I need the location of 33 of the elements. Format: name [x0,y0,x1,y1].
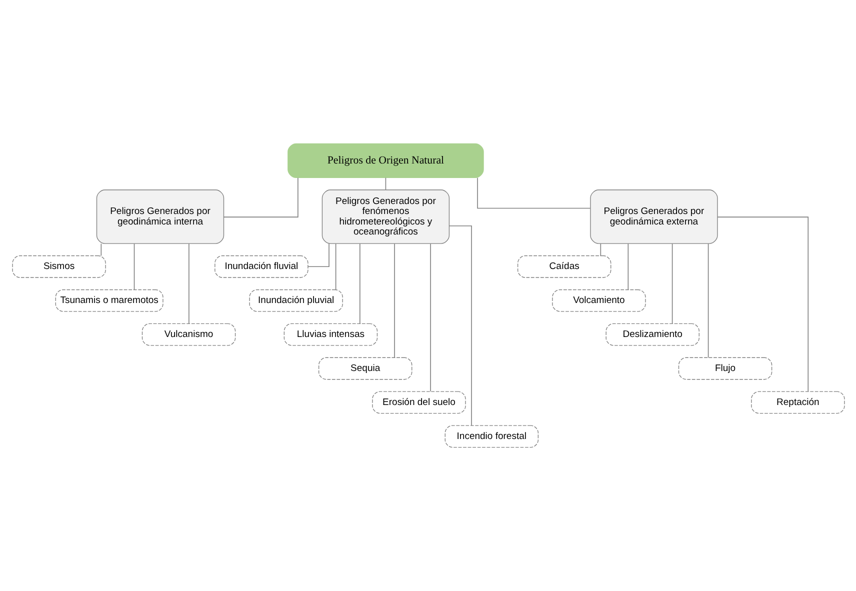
node-box: Reptación [750,391,844,414]
connector [384,177,386,190]
node-box: Incendio forestal [444,425,538,448]
node-box: Tsunamis o maremotos [54,289,163,312]
node-box: Peligros Generados por geodinámica externa [590,190,718,244]
connector [671,243,672,324]
connector [600,243,601,256]
connector [307,243,329,268]
connector [100,243,102,256]
node-box: Peligros Generados por fenómenos hidrometereológicos y oceanográficos [321,190,450,244]
connector [359,243,360,324]
node-box: Inundación fluvial [214,255,308,278]
connector [476,177,590,209]
node-box: Flujo [678,357,772,380]
connector [716,216,808,392]
connector [133,243,134,290]
node-box: Sismos [12,255,106,278]
node-box: Peligros de Origen Natural [287,143,484,178]
node-box: Lluvias intensas [283,323,378,346]
connector [334,243,336,290]
node-box: Erosión del suelo [372,391,466,414]
connector [627,243,628,290]
node-box: Vulcanismo [141,323,236,346]
node-box: Deslizamiento [605,323,699,346]
connector [188,243,189,324]
node-box: Volcamiento [552,289,646,312]
node-box: Sequia [318,357,412,380]
connector [707,243,708,358]
node-box: Inundación pluvial [248,289,342,312]
node-box: Caídas [516,255,611,278]
connector [222,178,298,218]
connector [448,225,472,426]
node-box: Peligros Generados por geodinámica interna [96,190,224,244]
